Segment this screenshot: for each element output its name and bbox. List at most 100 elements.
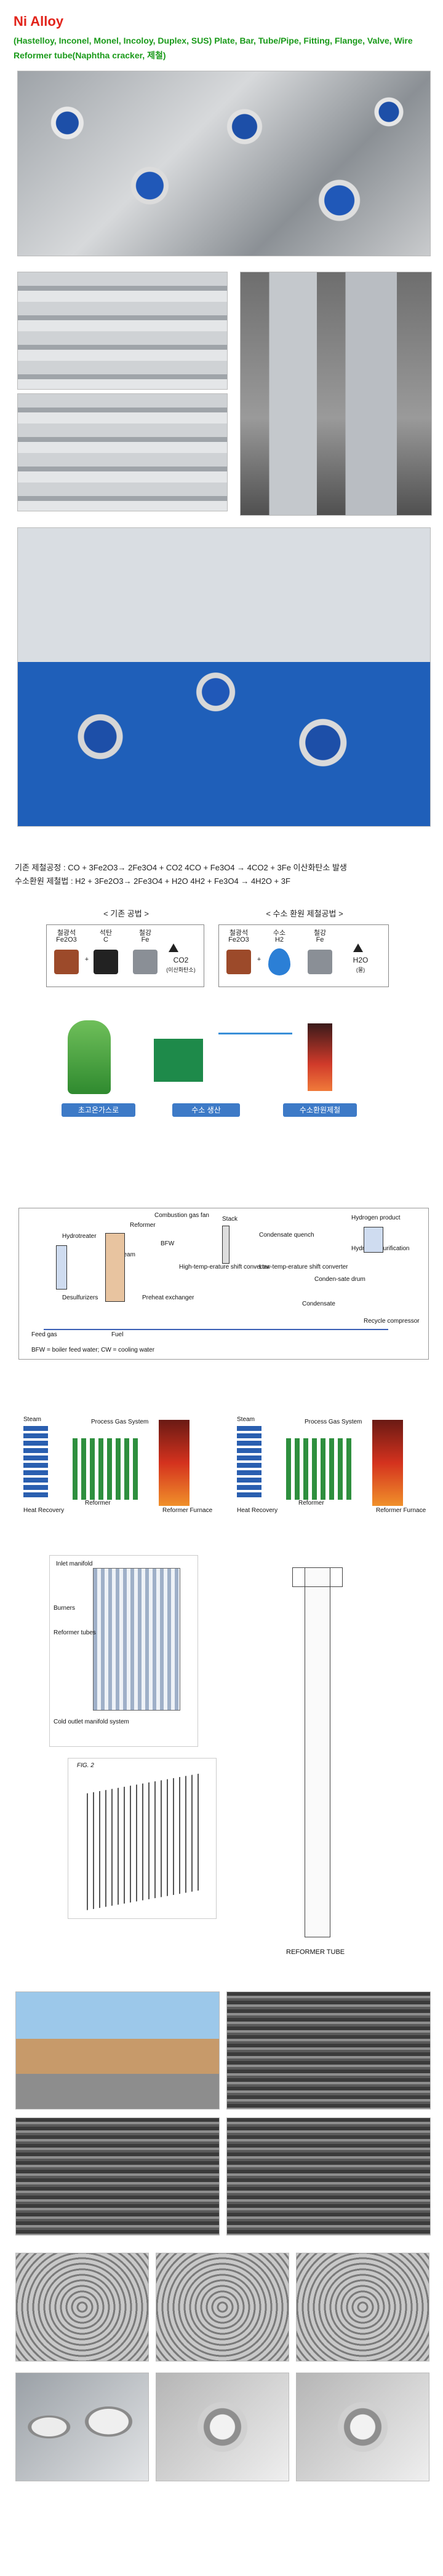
- schematic-label: Reformer: [130, 1222, 156, 1229]
- schematic-label: High-temp-erature shift converter: [179, 1264, 269, 1270]
- reformer-diagram-left: Process Gas System Reformer Steam Heat R…: [17, 1414, 213, 1518]
- diagram-label: Reformer Furnace: [376, 1507, 426, 1514]
- schematic-label: Desulfurizers: [62, 1294, 98, 1301]
- hydrogen-item-formula: (물): [356, 967, 365, 973]
- feed-line: [44, 1329, 388, 1330]
- hydrogen-item-name: 철강: [313, 929, 327, 937]
- schematic-label: Conden-sate drum: [314, 1276, 365, 1283]
- reformer-tube-drawing: REFORMER TUBE: [237, 1561, 397, 1967]
- photo-pipe-bundle-with-net: [17, 527, 431, 827]
- diagram-label: Process Gas System: [91, 1419, 149, 1425]
- legacy-item-formula: Fe2O3: [56, 936, 77, 943]
- sketch-label: Inlet manifold: [56, 1561, 93, 1567]
- hydrogen-item-formula: Fe2O3: [228, 936, 249, 943]
- diagram-label: Heat Recovery: [23, 1507, 65, 1514]
- coal-icon: [94, 950, 118, 974]
- flow-label: 초고온가스로: [62, 1103, 135, 1117]
- tube-head-icon: [292, 1567, 343, 1587]
- iron-ore-icon: [54, 950, 79, 974]
- diagram-label: Reformer Furnace: [162, 1507, 213, 1514]
- sketch-label: Burners: [54, 1605, 76, 1612]
- fig2-sketch: FIG. 2: [68, 1758, 217, 1919]
- process-comparison: < 기존 공법 > < 수소 환원 제철공법 > 철광석 Fe2O3 + 석탄 …: [46, 907, 391, 993]
- hydrogen-flow-graphic: 초고온가스로 수소 생산 수소환원제철: [62, 1011, 381, 1125]
- flow-label: 수소환원제철: [283, 1103, 357, 1117]
- photo-blue-flange-pipes: [17, 71, 431, 256]
- legacy-item-name: 석탄: [99, 929, 113, 937]
- steel-icon: [308, 950, 332, 974]
- reformer-tubes-icon: [73, 1438, 140, 1500]
- stack-icon: [222, 1226, 229, 1264]
- schematic-label: Fuel: [111, 1331, 124, 1338]
- photo-tube-rows-3: [226, 2117, 431, 2235]
- vessel-icon: [56, 1245, 67, 1290]
- tube-array-icon: [87, 1773, 204, 1910]
- process-line-1: 기존 제철공정 : CO + 3Fe2O3→ 2Fe3O4 + CO2 4CO …: [15, 863, 347, 872]
- schematic-label: Hydrotreater: [62, 1233, 97, 1240]
- page-subtitle: (Hastelloy, Inconel, Monel, Incoloy, Dup…: [14, 36, 413, 60]
- steam-drum-icon: [237, 1426, 261, 1500]
- photo-coiled-tube-1: [15, 2253, 149, 2361]
- process-line-2: 수소환원 제철법 : H2 + 3Fe2O3→ 2Fe3O4 + H2O 4H2…: [15, 876, 290, 886]
- schematic-label: Hydrogen product: [351, 1215, 401, 1221]
- schematic-label: Preheat exchanger: [142, 1294, 194, 1301]
- diagram-label: Process Gas System: [305, 1419, 362, 1425]
- tube-outline-icon: [305, 1567, 330, 1937]
- photo-steel-tanks: [240, 272, 432, 516]
- schematic-label: BFW: [161, 1240, 175, 1247]
- schematic-label: BFW = boiler feed water; CW = cooling wa…: [31, 1347, 155, 1353]
- page-title: Ni Alloy: [14, 14, 64, 29]
- plus-sign: +: [84, 956, 89, 963]
- reformer-diagram-right: Process Gas System Reformer Steam Heat R…: [231, 1414, 426, 1518]
- schematic-label: Steam: [118, 1251, 135, 1258]
- diagram-label: Steam: [23, 1416, 41, 1423]
- legacy-item-formula: (이산화탄소): [166, 967, 196, 973]
- hydrogen-process-box: 철광석 Fe2O3 + 수소 H2 철강 Fe H2O (물): [218, 924, 389, 987]
- hydrogen-item-name: 철광석: [229, 929, 249, 937]
- legacy-item-name: CO2: [173, 956, 189, 964]
- sketch-label: Cold outlet manifold system: [54, 1719, 129, 1725]
- steam-drum-icon: [23, 1426, 48, 1500]
- schematic-label: Low-temp-erature shift converter: [259, 1264, 348, 1270]
- photo-plant-tower: [15, 1991, 220, 2109]
- photo-grey-pipe-bends-1: [17, 272, 228, 390]
- legacy-process-heading: < 기존 공법 >: [103, 909, 149, 918]
- purification-icon: [364, 1227, 383, 1253]
- photo-forged-fittings: [156, 2373, 289, 2481]
- hydrogen-item-formula: H2: [274, 936, 284, 943]
- photo-large-pipes: [15, 2373, 149, 2481]
- schematic-label: Condensate: [302, 1301, 335, 1307]
- schematic-label: Feed gas: [31, 1331, 57, 1338]
- iron-ore-icon: [226, 950, 251, 974]
- up-arrow-icon: [169, 943, 178, 952]
- legacy-item-formula: C: [103, 936, 108, 943]
- figure-label: FIG. 2: [77, 1762, 94, 1769]
- steel-icon: [133, 950, 158, 974]
- reformer-furnace-sketch: Inlet manifold Burners Reformer tubes Co…: [49, 1555, 198, 1747]
- up-arrow-icon: [353, 943, 363, 952]
- photo-grey-pipe-bends-2: [17, 393, 228, 511]
- photo-tube-rows-2: [15, 2117, 220, 2235]
- photo-coiled-tube-2: [156, 2253, 289, 2361]
- plus-sign: +: [257, 956, 261, 963]
- schematic-label: Condensate quench: [259, 1232, 314, 1239]
- legacy-item-formula: Fe: [141, 936, 150, 943]
- furnace-icon: [159, 1420, 190, 1506]
- diagram-label: Steam: [237, 1416, 255, 1423]
- reformer-tubes-icon: [286, 1438, 354, 1500]
- reactor-icon: [68, 1020, 111, 1094]
- diagram-label: Heat Recovery: [237, 1507, 278, 1514]
- hydrogen-plant-icon: [154, 1039, 203, 1082]
- drawing-label: REFORMER TUBE: [286, 1948, 345, 1956]
- photo-coiled-tube-3: [296, 2253, 429, 2361]
- hydrogen-plant-schematic: Combustion gas fan Reformer Stack Hydrot…: [18, 1208, 429, 1360]
- furnace-icon: [308, 1023, 332, 1091]
- furnace-icon: [372, 1420, 403, 1506]
- legacy-item-name: 철강: [138, 929, 152, 937]
- water-drop-icon: [268, 948, 290, 975]
- sketch-label: Reformer tubes: [54, 1629, 96, 1636]
- hydrogen-process-heading: < 수소 환원 제철공법 >: [266, 909, 343, 918]
- diagram-label: Reformer: [298, 1500, 324, 1507]
- hydrogen-item-name: 수소: [273, 929, 286, 937]
- schematic-label: Recycle compressor: [364, 1318, 420, 1325]
